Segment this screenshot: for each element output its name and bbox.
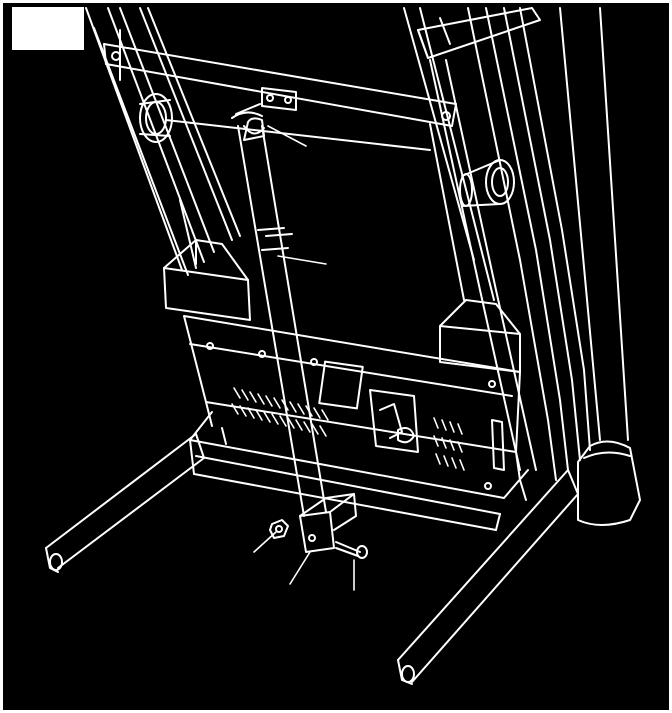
top-crossbar (103, 43, 457, 127)
bolt (335, 541, 368, 559)
lift-cylinder (231, 103, 327, 517)
callout-nut (253, 531, 277, 553)
left-roller-wheel (139, 93, 173, 143)
cylinder-bracket (299, 493, 357, 553)
right-post (559, 7, 641, 526)
callout-cylinder (277, 255, 327, 265)
right-vent-slots (433, 417, 465, 471)
right-leg (397, 469, 579, 685)
figure-background (3, 3, 669, 710)
left-lower-bracket (163, 239, 251, 321)
left-vent-slots (231, 387, 329, 437)
right-roller-wheel (459, 159, 515, 207)
callout-leaders (253, 125, 355, 591)
base-frame (189, 411, 529, 531)
deck-panel (119, 29, 465, 301)
motor-hood (183, 315, 521, 490)
step-number-box (12, 7, 84, 50)
right-top-cap (417, 7, 541, 59)
left-upright-rail (85, 7, 241, 276)
callout-bracket (289, 551, 311, 585)
nut (269, 519, 289, 539)
left-leg (45, 433, 205, 573)
callout-extension-spring (267, 125, 307, 147)
top-hinge-bracket (261, 87, 297, 111)
